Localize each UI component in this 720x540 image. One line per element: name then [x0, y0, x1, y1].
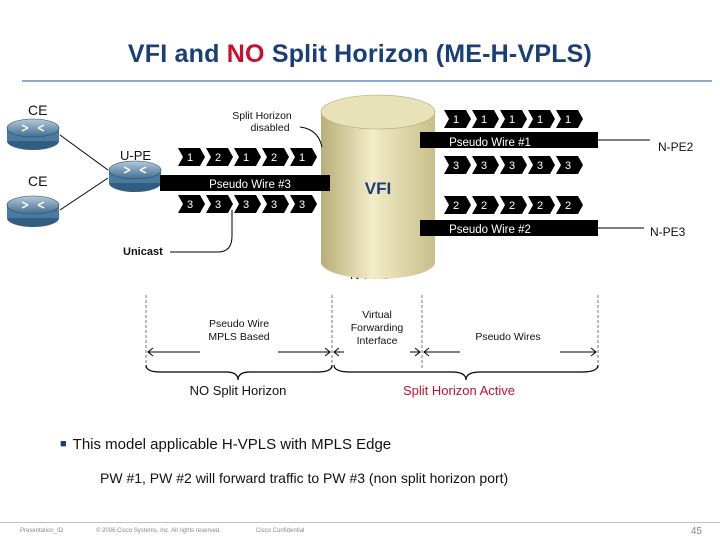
footer-copyright: © 2006 Cisco Systems, Inc. All rights re… — [96, 528, 221, 534]
vpls-diagram: CE CE U-PE N-PE2 N-PE3 N-PE1 VFI Pseudo … — [6, 94, 694, 398]
page-number: 45 — [690, 526, 702, 537]
pw1-bottom-packet-label: 3 — [565, 160, 571, 172]
pw3-bottom-packet — [262, 195, 289, 213]
vfi-label: VFI — [365, 179, 391, 198]
pw2-label: Pseudo Wire #2 — [449, 224, 531, 236]
page-title: VFI and NO Split Horizon (ME-H-VPLS) — [127, 40, 593, 68]
pw2-packet-label: 2 — [481, 200, 487, 212]
pw1-top-packet — [500, 110, 527, 128]
vfi-desc-line1: Virtual — [362, 309, 392, 321]
bullet-square-icon: ■ — [60, 438, 67, 450]
pw3-top-packet-label: 1 — [243, 152, 249, 164]
ce2-router-icon — [6, 195, 60, 227]
title-underline — [22, 80, 712, 82]
vfi-desc-line3: Interface — [357, 335, 398, 347]
footer-confidential: Cisco Confidential — [256, 528, 305, 534]
pw3-bottom-packet-label: 3 — [215, 199, 221, 211]
split-horizon-active-label: Split Horizon Active — [403, 383, 515, 398]
ce1-router-icon — [6, 118, 60, 150]
footer-rule — [0, 522, 720, 523]
pw3-bottom-packet-label: 3 — [271, 199, 277, 211]
pw3-top-packet — [178, 148, 205, 166]
title-highlight: NO — [226, 40, 265, 68]
vfi-cylinder: VFI — [320, 94, 436, 279]
pw2-packet — [500, 196, 527, 214]
no-split-horizon-label: NO Split Horizon — [190, 383, 287, 398]
npe2-label: N-PE2 — [658, 140, 694, 154]
pw2-packet-label: 2 — [509, 200, 515, 212]
footer-presentation-id: Presentation_ID — [20, 528, 64, 534]
pseudo-wire-1: Pseudo Wire #1 1 1 1 1 1 3 3 3 3 3 — [420, 110, 650, 174]
pw3-top-packet — [290, 148, 317, 166]
unicast-pointer — [170, 210, 233, 253]
pw3-bottom-packet-label: 3 — [243, 199, 249, 211]
pw1-top-packet — [444, 110, 471, 128]
span-arrows — [147, 347, 597, 357]
pw1-bottom-packet — [444, 156, 471, 174]
pw-mpls-line1: Pseudo Wire — [209, 318, 269, 330]
pw1-top-packet-label: 1 — [453, 114, 459, 126]
pw1-bottom-packet-label: 3 — [481, 160, 487, 172]
bullet-note: ■This model applicable H-VPLS with MPLS … — [60, 436, 392, 453]
pw-right-label: Pseudo Wires — [475, 331, 540, 343]
pw3-top-packet — [262, 148, 289, 166]
pw2-packet-label: 2 — [565, 200, 571, 212]
pw3-bottom-packet — [290, 195, 317, 213]
pw3-top-packet — [234, 148, 261, 166]
pw2-packet — [472, 196, 499, 214]
pw1-top-packet-label: 1 — [565, 114, 571, 126]
pseudo-wire-3: 1 2 1 2 1 Pseudo Wire #3 3 3 3 3 3 — [160, 148, 330, 213]
pw2-packet — [444, 196, 471, 214]
pw3-bottom-packet — [178, 195, 205, 213]
no-split-brace — [145, 364, 333, 381]
pw1-top-packet — [472, 110, 499, 128]
pw2-packet-label: 2 — [537, 200, 543, 212]
npe3-label: N-PE3 — [650, 225, 686, 239]
pw3-bottom-packet-label: 3 — [299, 199, 305, 211]
pw1-top-packet-label: 1 — [537, 114, 543, 126]
split-disabled-line2: disabled — [250, 122, 289, 134]
pw3-label: Pseudo Wire #3 — [209, 179, 291, 191]
pw1-top-packet-label: 1 — [509, 114, 515, 126]
vfi-desc-line2: Forwarding — [351, 322, 404, 334]
split-disabled-pointer — [299, 126, 323, 148]
split-disabled-line1: Split Horizon — [232, 110, 292, 122]
pw1-bottom-packet — [528, 156, 555, 174]
pw1-bottom-packet — [472, 156, 499, 174]
pw3-bottom-packet-label: 3 — [187, 199, 193, 211]
pw3-top-packet-label: 1 — [187, 152, 193, 164]
pseudo-wire-2: 2 2 2 2 2 Pseudo Wire #2 — [420, 196, 644, 236]
ce2-label: CE — [28, 173, 47, 189]
upe-router-icon — [108, 160, 162, 192]
pw1-top-packet — [528, 110, 555, 128]
pw2-packet — [556, 196, 583, 214]
pw3-top-packet-label: 2 — [271, 152, 277, 164]
unicast-label: Unicast — [123, 246, 163, 258]
pw3-top-packet-label: 1 — [299, 152, 305, 164]
pw1-top-packet-label: 1 — [481, 114, 487, 126]
sub-note: PW #1, PW #2 will forward traffic to PW … — [100, 470, 509, 486]
pw3-top-packet — [206, 148, 233, 166]
split-active-brace — [333, 364, 599, 381]
pw2-packet-label: 2 — [453, 200, 459, 212]
ce2-link — [59, 177, 109, 211]
pw3-bottom-packet — [206, 195, 233, 213]
pw1-label: Pseudo Wire #1 — [449, 137, 531, 149]
pw1-bottom-packet-label: 3 — [537, 160, 543, 172]
pw-mpls-line2: MPLS Based — [208, 331, 269, 343]
pw1-bottom-packet-label: 3 — [509, 160, 515, 172]
ce1-link — [59, 134, 109, 171]
pw1-bottom-packet — [500, 156, 527, 174]
pw2-packet — [528, 196, 555, 214]
ce1-label: CE — [28, 102, 47, 118]
pw3-bottom-packet — [234, 195, 261, 213]
pw1-bottom-packet — [556, 156, 583, 174]
upe-label: U-PE — [120, 148, 151, 163]
pw1-top-packet — [556, 110, 583, 128]
pw1-bottom-packet-label: 3 — [453, 160, 459, 172]
pw3-top-packet-label: 2 — [215, 152, 221, 164]
